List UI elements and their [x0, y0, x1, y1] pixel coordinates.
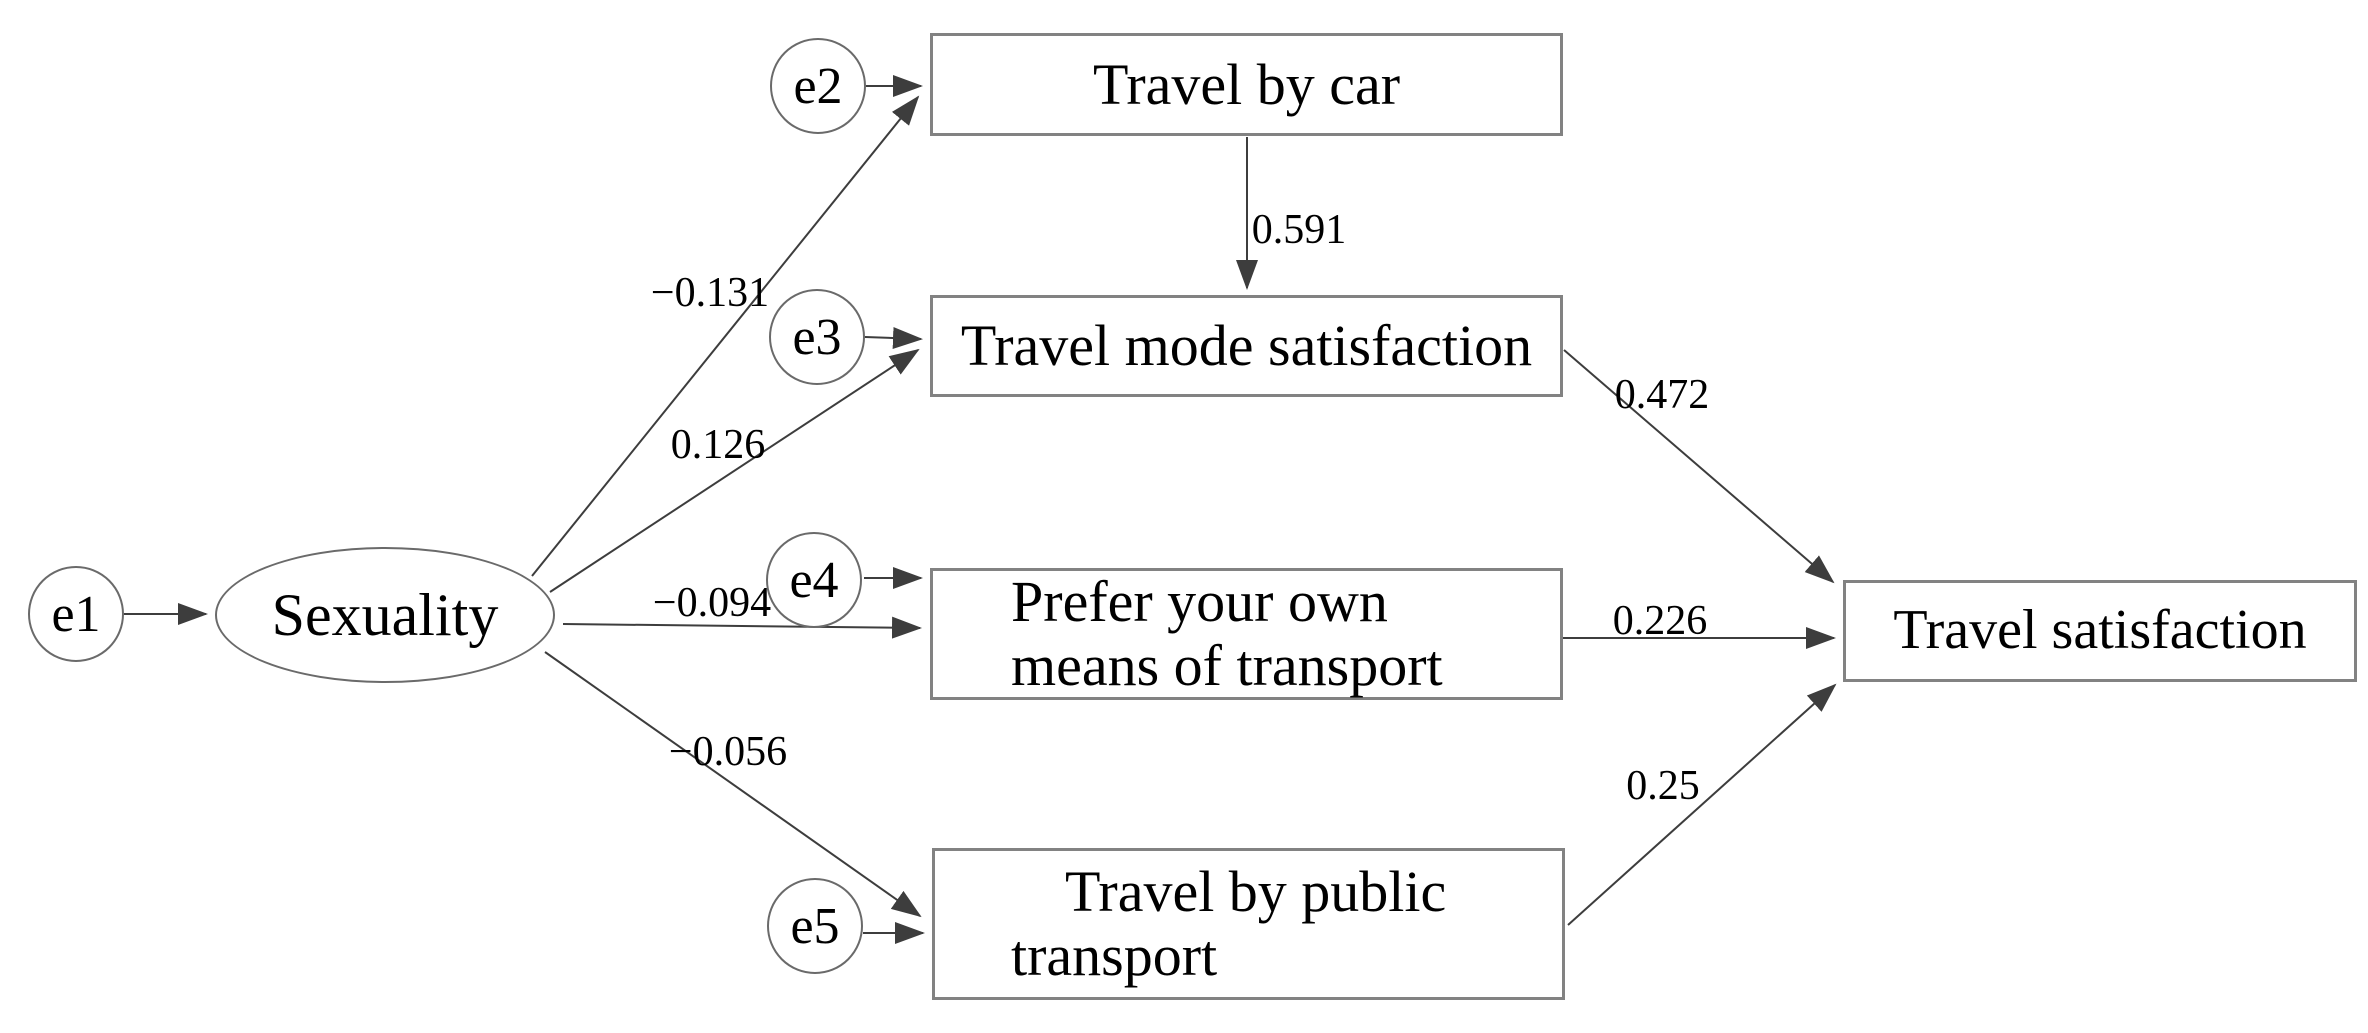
- path-coefficient-travel-by-public-transport-to-travel-satisfaction: 0.25: [1626, 763, 1700, 809]
- path-coefficient-travel-by-car-to-travel-mode-satisfaction: 0.591: [1251, 207, 1347, 253]
- path-coefficient-sexuality-to-travel-by-car: −0.131: [650, 270, 770, 316]
- error-term-e3-label: e3: [792, 308, 842, 366]
- error-term-e1-label: e1: [51, 585, 101, 643]
- error-term-e4-label: e4: [789, 551, 839, 609]
- path-coefficient-sexuality-to-travel-by-public-transport: −0.056: [668, 729, 788, 775]
- node-travel-by-public-transport: Travel by public transport: [932, 848, 1565, 1000]
- node-sexuality: Sexuality: [215, 547, 555, 683]
- node-prefer-own-transport-line1: Prefer your own: [1011, 569, 1388, 635]
- node-travel-by-car: Travel by car: [930, 33, 1563, 136]
- error-term-e5-label: e5: [790, 897, 840, 955]
- error-term-e1: e1: [28, 566, 124, 662]
- error-term-e3: e3: [769, 289, 865, 385]
- error-term-e4: e4: [766, 532, 862, 628]
- node-travel-mode-satisfaction-label: Travel mode satisfaction: [960, 313, 1533, 379]
- path-coefficient-travel-mode-satisfaction-to-travel-satisfaction: 0.472: [1614, 372, 1710, 418]
- node-prefer-own-transport-line2: means of transport: [1011, 633, 1443, 698]
- node-travel-mode-satisfaction: Travel mode satisfaction: [930, 295, 1563, 397]
- error-term-e5: e5: [767, 878, 863, 974]
- path-coefficient-sexuality-to-travel-mode-satisfaction: 0.126: [670, 422, 766, 468]
- edge-travel-mode-satisfaction-to-travel-satisfaction: [1563, 349, 1835, 584]
- node-travel-satisfaction-label: Travel satisfaction: [1893, 599, 2307, 662]
- edge-sexuality-to-prefer-own-transport: [562, 616, 922, 639]
- node-travel-satisfaction: Travel satisfaction: [1843, 580, 2357, 682]
- error-term-e2-label: e2: [793, 57, 843, 115]
- node-sexuality-label: Sexuality: [271, 581, 499, 648]
- node-prefer-own-transport: Prefer your own means of transport: [930, 568, 1563, 700]
- error-term-e2: e2: [770, 38, 866, 134]
- edge-sexuality-to-travel-by-car: [531, 95, 920, 577]
- node-travel-by-public-transport-label: Travel by public transport: [1011, 860, 1446, 988]
- edge-sexuality-to-travel-by-public-transport: [544, 651, 922, 918]
- path-coefficient-sexuality-to-prefer-own-transport: −0.094: [652, 580, 772, 626]
- edge-sexuality-to-travel-mode-satisfaction: [549, 348, 920, 593]
- edge-e3-to-travel-mode-satisfaction: [864, 327, 923, 349]
- edge-travel-by-public-transport-to-travel-satisfaction: [1567, 683, 1837, 926]
- path-coefficient-prefer-own-transport-to-travel-satisfaction: 0.226: [1612, 598, 1708, 644]
- node-travel-by-car-label: Travel by car: [1092, 51, 1401, 117]
- node-travel-by-public-transport-line1: Travel by public: [1065, 859, 1447, 925]
- node-travel-by-public-transport-line2: transport: [1011, 923, 1218, 988]
- node-prefer-own-transport-label: Prefer your own means of transport: [1011, 570, 1443, 698]
